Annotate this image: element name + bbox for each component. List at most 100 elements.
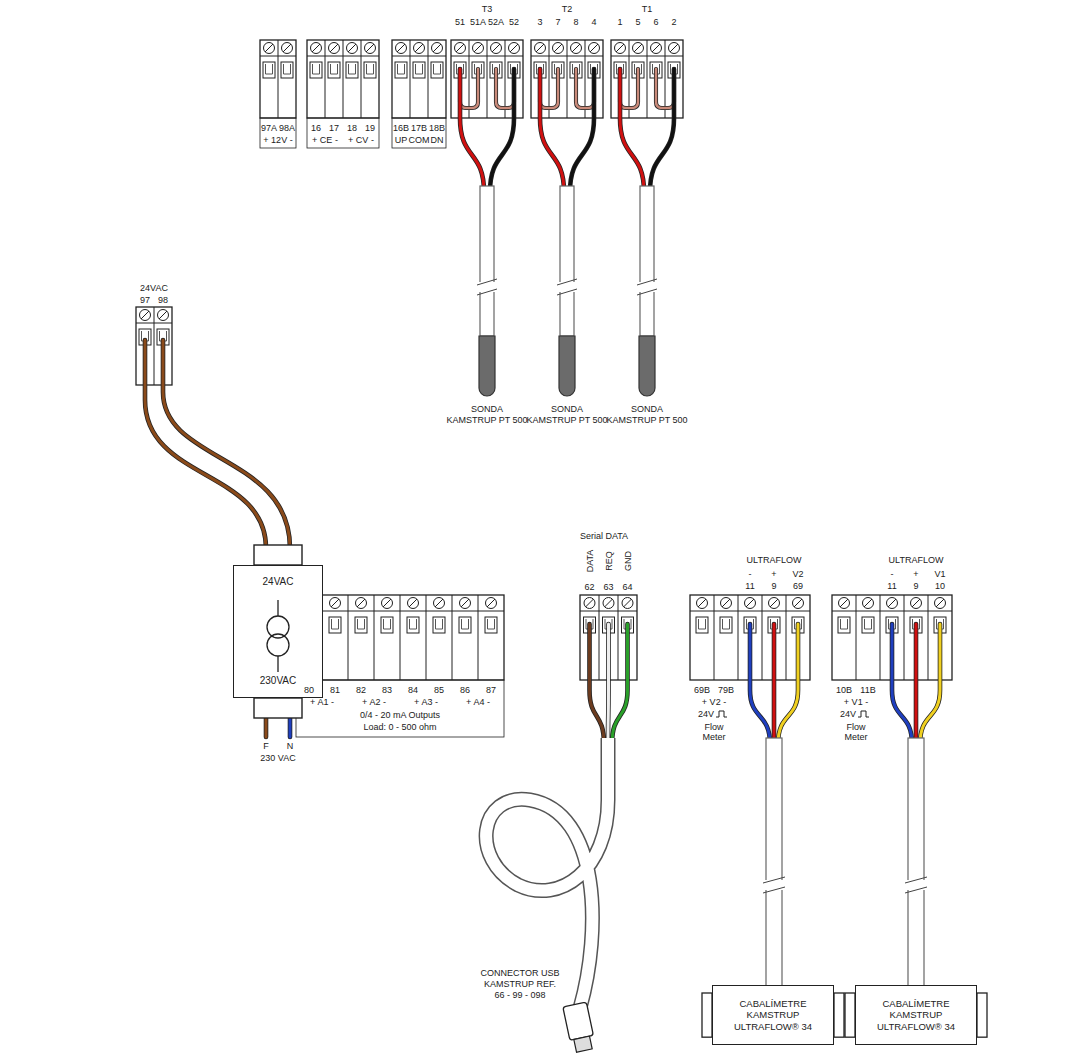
terminal-label: 52 bbox=[509, 17, 519, 27]
transformer-ground bbox=[233, 565, 323, 698]
wire bbox=[570, 69, 594, 192]
terminal-strip bbox=[260, 40, 296, 118]
wire bbox=[607, 624, 611, 744]
terminal-label: 69B bbox=[694, 685, 710, 695]
terminal-label: DATA bbox=[584, 550, 594, 573]
wire-outline bbox=[460, 69, 484, 192]
cable-sheath bbox=[640, 186, 654, 336]
terminal-label: REQ bbox=[603, 551, 613, 571]
terminal-label: 3 bbox=[537, 17, 542, 27]
connector-label: CONNECTOR USB KAMSTRUP REF. 66 - 99 - 09… bbox=[478, 968, 562, 1000]
terminal-label: 85 bbox=[434, 685, 444, 695]
terminal-label: + V2 - bbox=[702, 697, 726, 707]
transformer-tab bbox=[254, 698, 302, 718]
terminal-label: 11B bbox=[860, 685, 875, 695]
wire-outline bbox=[460, 69, 478, 108]
terminal-label: T1 bbox=[642, 4, 653, 14]
terminal-label: ULTRAFLOW bbox=[747, 555, 802, 565]
transformer-symbol bbox=[267, 634, 289, 656]
cable-break bbox=[905, 877, 927, 893]
pipe-flange bbox=[702, 993, 712, 1037]
probe-tip bbox=[559, 336, 575, 396]
terminal-label: 11 bbox=[887, 581, 896, 591]
wire bbox=[773, 624, 776, 744]
pulse-symbol bbox=[858, 711, 869, 717]
terminal-label: Serial DATA bbox=[580, 531, 628, 541]
terminal-label: 52A bbox=[488, 17, 504, 27]
terminal-strip bbox=[136, 307, 172, 385]
terminal-strip bbox=[296, 595, 504, 680]
pipe-flange bbox=[845, 993, 855, 1037]
node-text: SONDA KAMSTRUP PT 500 bbox=[605, 404, 689, 426]
terminal-label: 9 bbox=[771, 581, 776, 591]
terminal-label: GND bbox=[622, 551, 632, 571]
terminal-label: 19 bbox=[365, 123, 375, 133]
terminal-label: 83 bbox=[382, 685, 392, 695]
terminal-label: UP bbox=[395, 135, 408, 145]
terminal-label: 11 bbox=[745, 581, 754, 591]
wire-outline bbox=[772, 624, 777, 744]
terminal-label: 8 bbox=[573, 17, 578, 27]
wire bbox=[289, 716, 292, 737]
terminal-label: 4 bbox=[591, 17, 596, 27]
terminal-label: V1 bbox=[934, 569, 945, 579]
terminal-label: Load: 0 - 500 ohm bbox=[363, 722, 436, 732]
probe-tip bbox=[639, 336, 655, 396]
wire bbox=[496, 69, 514, 108]
terminal-label: + CV - bbox=[348, 135, 374, 145]
terminal-label: - bbox=[749, 569, 752, 579]
wire-outline bbox=[914, 624, 919, 744]
wire-outline bbox=[606, 624, 611, 744]
node-text: 230VAC bbox=[238, 675, 318, 687]
terminal-label: F bbox=[263, 741, 269, 751]
cable-sheath bbox=[480, 186, 494, 336]
terminal-label: 17 bbox=[329, 123, 339, 133]
wire bbox=[490, 69, 514, 192]
wire bbox=[892, 624, 912, 744]
terminal-label: 1 bbox=[617, 17, 622, 27]
terminal-label: Flow Meter bbox=[696, 722, 732, 743]
probe-label: SONDA KAMSTRUP PT 500 bbox=[605, 404, 689, 426]
terminal-label: 63 bbox=[603, 582, 613, 592]
probe-label: SONDA KAMSTRUP PT 500 bbox=[445, 404, 529, 426]
terminal-label: 17B bbox=[411, 123, 427, 133]
terminal-label: 82 bbox=[356, 685, 366, 695]
probe-tip bbox=[479, 336, 495, 396]
usb-plug bbox=[563, 1002, 596, 1053]
terminal-label: + A1 - bbox=[310, 697, 334, 707]
flow-meter-box: CABALÍMETRE KAMSTRUP ULTRAFLOW® 34 bbox=[855, 985, 977, 1045]
wire bbox=[612, 624, 628, 744]
wire-outline bbox=[778, 624, 798, 744]
wire-outline bbox=[656, 69, 674, 108]
wire bbox=[590, 624, 605, 744]
wire bbox=[778, 624, 798, 744]
pipe-flange bbox=[977, 993, 987, 1037]
label-panel bbox=[296, 680, 504, 737]
flow-meter-box: CABALÍMETRE KAMSTRUP ULTRAFLOW® 34 bbox=[712, 985, 834, 1045]
wire-outline bbox=[540, 69, 558, 108]
wire bbox=[163, 340, 290, 548]
terminal-label: N bbox=[287, 741, 294, 751]
wire bbox=[620, 69, 644, 192]
wire bbox=[576, 69, 594, 108]
terminal-label: 24V bbox=[840, 709, 856, 719]
cable-break bbox=[477, 279, 497, 295]
terminal-label: DN bbox=[431, 135, 444, 145]
transformer-symbol bbox=[267, 616, 289, 638]
wire-outline bbox=[620, 69, 644, 192]
wire bbox=[915, 624, 918, 744]
terminal-label: 7 bbox=[555, 17, 560, 27]
pulse-symbol bbox=[716, 711, 727, 717]
terminal-label: 64 bbox=[622, 582, 632, 592]
cable-break bbox=[637, 279, 657, 295]
terminal-label: 0/4 - 20 mA Outputs bbox=[360, 710, 440, 720]
terminal-label: ULTRAFLOW bbox=[889, 555, 944, 565]
terminal-label: 9 bbox=[913, 581, 918, 591]
wire-outline bbox=[620, 69, 638, 108]
node-text: SONDA KAMSTRUP PT 500 bbox=[525, 404, 609, 426]
terminal-label: Flow Meter bbox=[838, 722, 874, 743]
terminal-label: 98 bbox=[158, 295, 168, 305]
cable-sheath bbox=[908, 738, 924, 986]
terminal-label: 80 bbox=[304, 685, 314, 695]
